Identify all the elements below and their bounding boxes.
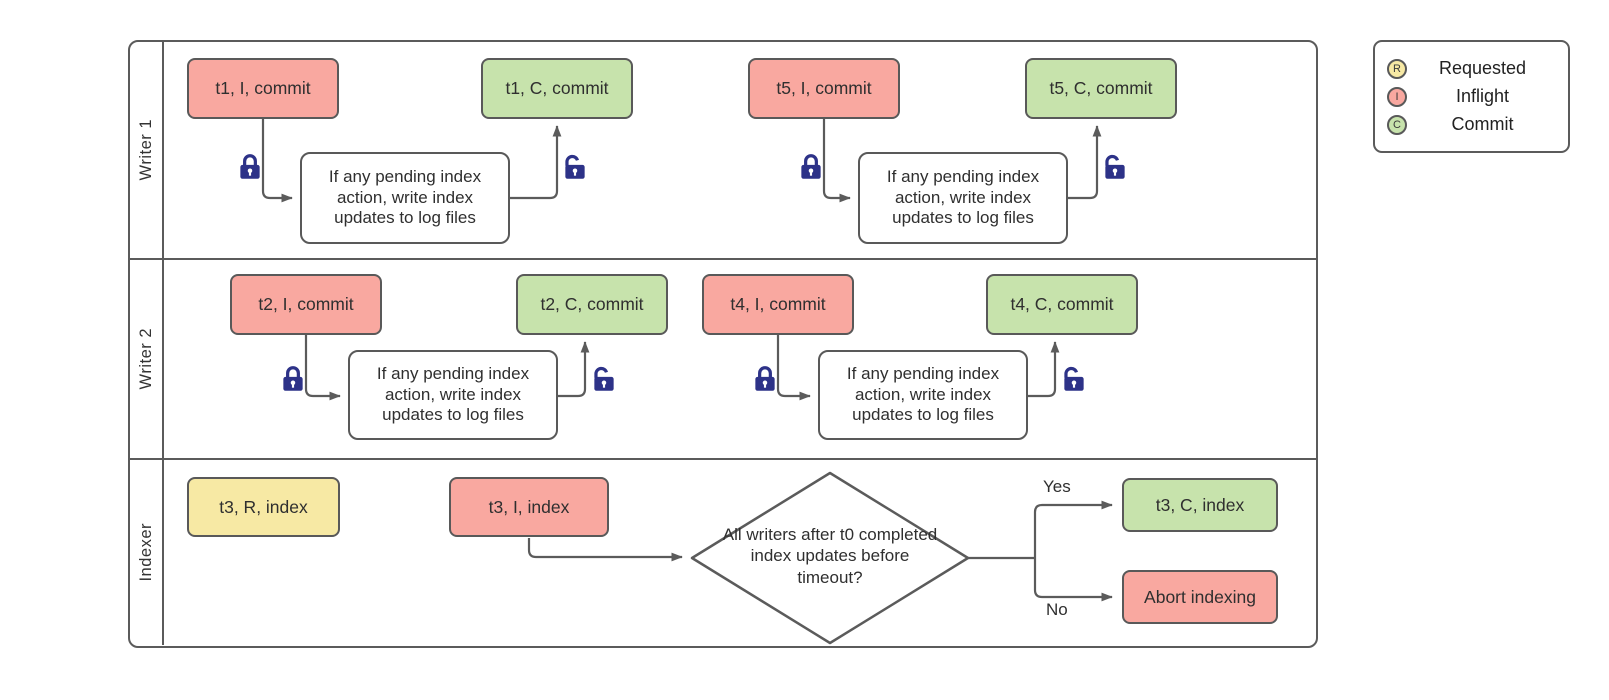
node-t4-commit: t4, C, commit bbox=[986, 274, 1138, 335]
node-t5-commit: t5, C, commit bbox=[1025, 58, 1177, 119]
lane-header-writer-2: Writer 2 bbox=[130, 260, 164, 458]
node-t4-inflight: t4, I, commit bbox=[702, 274, 854, 335]
legend-label-commit: Commit bbox=[1451, 114, 1514, 134]
legend-label-requested: Requested bbox=[1438, 58, 1527, 78]
node-process-t5: If any pending index action, write index… bbox=[858, 152, 1068, 244]
node-process-t1: If any pending index action, write index… bbox=[300, 152, 510, 244]
lane-label-indexer: Indexer bbox=[136, 523, 155, 582]
node-t3-commit: t3, C, index bbox=[1122, 478, 1278, 532]
node-t5-inflight: t5, I, commit bbox=[748, 58, 900, 119]
node-process-t4: If any pending index action, write index… bbox=[818, 350, 1028, 440]
lane-label-writer-2: Writer 2 bbox=[136, 328, 155, 390]
open-lock-icon bbox=[1064, 366, 1084, 391]
no-label: No bbox=[1046, 600, 1068, 619]
node-t1-inflight: t1, I, commit bbox=[187, 58, 339, 119]
open-lock-icon bbox=[594, 366, 614, 391]
lane-header-indexer: Indexer bbox=[130, 460, 164, 645]
node-process-t2: If any pending index action, write index… bbox=[348, 350, 558, 440]
open-lock-icon bbox=[1105, 154, 1125, 179]
lane-writer-1: Writer 1 bbox=[130, 42, 1316, 258]
legend-label-inflight: Inflight bbox=[1455, 86, 1510, 106]
lane-header-writer-1: Writer 1 bbox=[130, 42, 164, 258]
legend-item-requested: R Requested bbox=[1387, 57, 1558, 81]
legend-item-inflight: I Inflight bbox=[1387, 85, 1558, 109]
yes-label: Yes bbox=[1043, 477, 1071, 496]
node-t3-requested: t3, R, index bbox=[187, 477, 340, 537]
inflight-state-icon: I bbox=[1387, 86, 1407, 107]
closed-lock-icon bbox=[283, 366, 303, 391]
lane-writer-2: Writer 2 bbox=[130, 258, 1316, 458]
legend: R Requested I Inflight C Commit bbox=[1373, 40, 1570, 153]
node-t1-commit: t1, C, commit bbox=[481, 58, 633, 119]
legend-item-commit: C Commit bbox=[1387, 113, 1558, 137]
commit-state-icon: C bbox=[1387, 114, 1407, 135]
decision-text: All writers after t0 completed index upd… bbox=[722, 525, 938, 587]
open-lock-icon bbox=[565, 154, 585, 179]
lane-indexer: Indexer bbox=[130, 458, 1316, 645]
closed-lock-icon bbox=[801, 154, 821, 179]
closed-lock-icon bbox=[240, 154, 260, 179]
node-t3-inflight: t3, I, index bbox=[449, 477, 609, 537]
node-abort-indexing: Abort indexing bbox=[1122, 570, 1278, 624]
lane-label-writer-1: Writer 1 bbox=[136, 119, 155, 181]
requested-state-icon: R bbox=[1387, 58, 1407, 79]
node-t2-inflight: t2, I, commit bbox=[230, 274, 382, 335]
closed-lock-icon bbox=[755, 366, 775, 391]
node-t2-commit: t2, C, commit bbox=[516, 274, 668, 335]
